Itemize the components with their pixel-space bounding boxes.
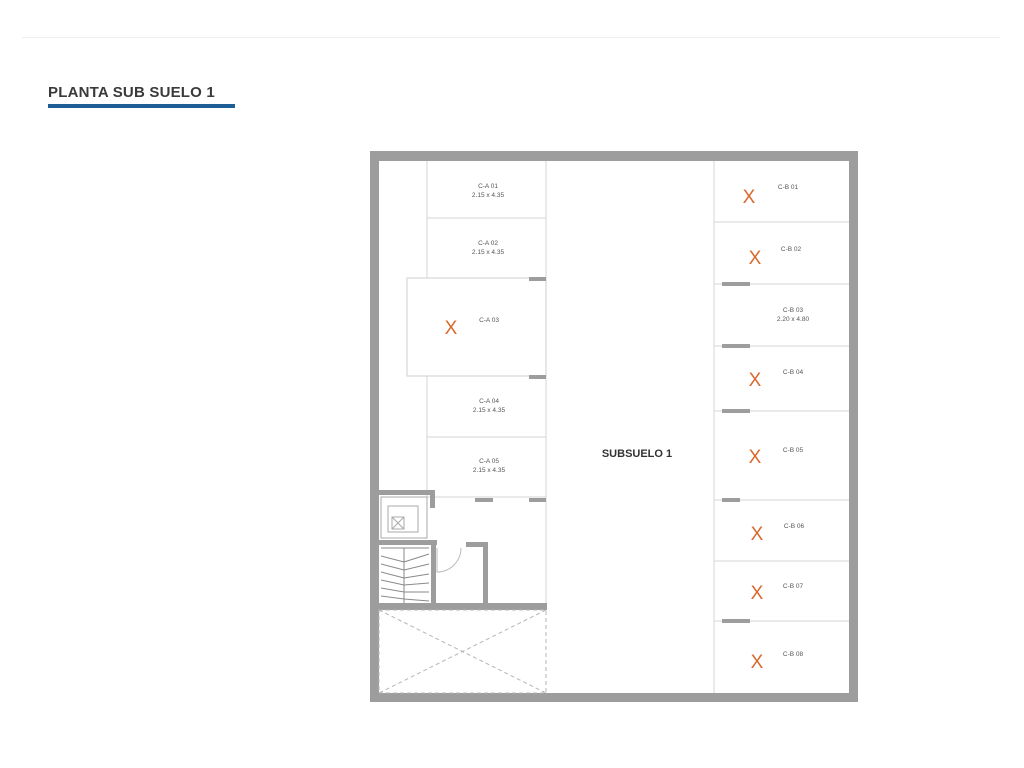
unavailable-x-mark: X <box>751 524 764 545</box>
space-code: C-B 06 <box>784 523 805 530</box>
unavailable-x-mark: X <box>749 248 762 269</box>
center-label: SUBSUELO 1 <box>602 448 672 460</box>
space-c-b-03: C-B 03 2.20 x 4.80 <box>777 307 810 323</box>
space-code: C-A 03 <box>479 317 499 324</box>
space-c-a-01: C-A 01 2.15 x 4.35 <box>472 183 505 199</box>
unavailable-x-mark: X <box>751 583 764 604</box>
page-title: PLANTA SUB SUELO 1 <box>48 84 215 101</box>
door-swing <box>436 547 462 573</box>
space-c-b-05: C-B 05 X <box>749 447 804 468</box>
unavailable-x-mark: X <box>743 187 756 208</box>
title-underline <box>48 104 235 108</box>
space-code: C-B 02 <box>781 246 802 253</box>
space-c-a-04: C-A 04 2.15 x 4.35 <box>473 398 506 414</box>
unavailable-x-mark: X <box>749 447 762 468</box>
space-c-b-06: C-B 06 X <box>751 523 805 545</box>
space-c-b-01: C-B 01 X <box>743 184 799 208</box>
space-code: C-A 01 <box>478 183 498 190</box>
space-dims: 2.15 x 4.35 <box>473 407 506 414</box>
staircase <box>380 547 430 603</box>
space-c-b-08: C-B 08 X <box>751 651 804 673</box>
space-c-a-03: C-A 03 X <box>445 317 500 339</box>
space-c-b-04: C-B 04 X <box>749 369 804 391</box>
column-markers <box>475 277 750 623</box>
space-c-b-07: C-B 07 X <box>751 583 804 604</box>
space-code: C-B 07 <box>783 583 804 590</box>
elevator <box>380 496 428 539</box>
space-dims: 2.15 x 4.35 <box>472 192 505 199</box>
space-code: C-B 03 <box>783 307 804 314</box>
space-code: C-B 01 <box>778 184 799 191</box>
space-dims: 2.15 x 4.35 <box>472 249 505 256</box>
space-code: C-A 02 <box>478 240 498 247</box>
unavailable-x-mark: X <box>445 318 458 339</box>
space-c-b-02: C-B 02 X <box>749 246 802 269</box>
space-code: C-B 08 <box>783 651 804 658</box>
space-c-a-03-outline <box>406 277 547 377</box>
outer-wall <box>370 151 858 702</box>
unavailable-x-mark: X <box>749 370 762 391</box>
space-dims: 2.15 x 4.35 <box>473 467 506 474</box>
space-code: C-A 05 <box>479 458 499 465</box>
core-walls <box>379 490 547 610</box>
space-code: C-B 05 <box>783 447 804 454</box>
space-c-a-02: C-A 02 2.15 x 4.35 <box>472 240 505 256</box>
space-dims: 2.20 x 4.80 <box>777 316 810 323</box>
top-divider <box>22 37 1000 38</box>
unavailable-x-mark: X <box>751 652 764 673</box>
space-code: C-A 04 <box>479 398 499 405</box>
space-c-a-05: C-A 05 2.15 x 4.35 <box>473 458 506 474</box>
void-area <box>378 609 547 694</box>
space-code: C-B 04 <box>783 369 804 376</box>
